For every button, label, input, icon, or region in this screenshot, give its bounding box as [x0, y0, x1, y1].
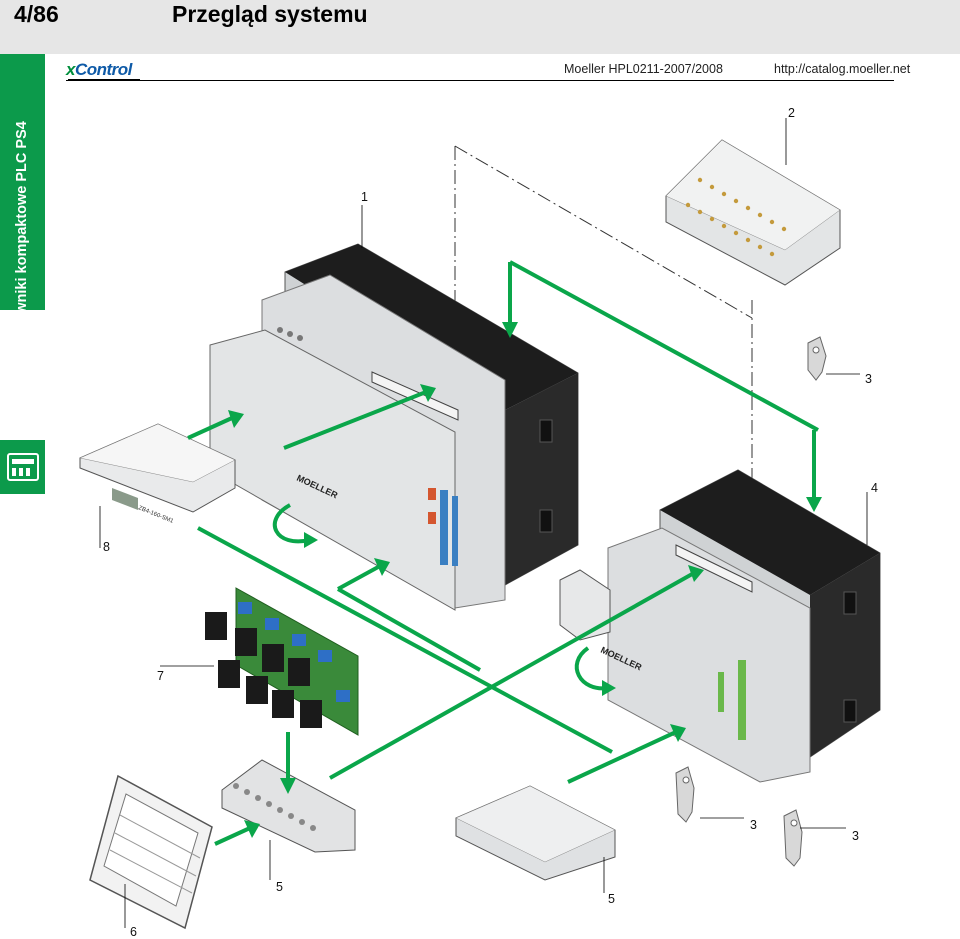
page-number: 4/86 — [14, 1, 59, 27]
plug-connector-left — [221, 759, 356, 853]
callout-8: 8 — [103, 540, 110, 554]
relay-board — [205, 587, 359, 736]
callout-7: 7 — [157, 669, 164, 683]
callout-4: 4 — [871, 481, 878, 495]
mounting-clip-upper — [807, 336, 827, 381]
callout-3-lower-left: 3 — [750, 818, 757, 832]
page-title: Przegląd systemu — [172, 1, 368, 27]
xcontrol-logo: xControl — [66, 60, 132, 79]
catalog-url: http://catalog.moeller.net — [774, 62, 911, 76]
callout-5-right: 5 — [608, 892, 615, 906]
label-holder — [89, 774, 213, 930]
terminal-block-top — [665, 139, 841, 286]
callout-6: 6 — [130, 925, 137, 939]
sidebar-tab: Sterowniki kompaktowe PLC PS4 — [0, 54, 45, 351]
callout-3-lower-right: 3 — [852, 829, 859, 843]
main-side-terminals — [440, 490, 458, 566]
mounting-clip-lower-left — [675, 766, 695, 823]
expansion-device: MOELLER — [559, 469, 881, 783]
assembly-arrows — [187, 260, 819, 846]
callout-1: 1 — [361, 190, 368, 204]
main-led-row — [277, 327, 303, 341]
header-rule — [66, 80, 894, 81]
connector-cover — [455, 785, 616, 881]
memory-card-label: ZB4-160-SM1 — [137, 505, 174, 525]
top-bar: 4/86 Przegląd systemu — [0, 0, 960, 54]
callout-5-left: 5 — [276, 880, 283, 894]
mounting-clip-lower-right — [783, 809, 803, 867]
catalog-reference: Moeller HPL0211-2007/2008 — [564, 62, 723, 76]
plc-module-icon — [0, 440, 45, 494]
arrow-heads — [228, 322, 822, 838]
main-plc-device: MOELLER — [209, 243, 579, 611]
callout-2: 2 — [788, 106, 795, 120]
callout-3-upper: 3 — [865, 372, 872, 386]
callout-leaders — [99, 118, 868, 928]
